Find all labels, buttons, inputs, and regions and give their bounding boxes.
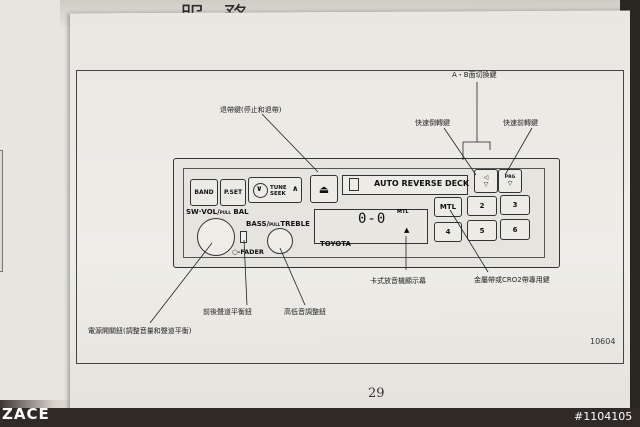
- mtl-button: MTL: [434, 197, 462, 217]
- display-mtl-tag: MTL: [397, 209, 409, 215]
- tune-down-icon: ∨: [256, 184, 263, 193]
- left-page: [0, 0, 76, 400]
- diagram-frame: [76, 70, 624, 364]
- callout-bass-treble: 高低音調整鈕: [284, 308, 326, 316]
- bass-treble-knob: [267, 228, 293, 254]
- fast-rewind-button: ◁▽: [474, 169, 498, 193]
- callout-power: 電源開關鈕(調整音量和聲道平衡): [88, 327, 192, 335]
- deck-slot: [342, 175, 468, 195]
- tune-seek-label: TUNE SEEK: [270, 185, 287, 197]
- ab-bracket: [463, 141, 491, 150]
- callout-eject: 退帶鍵(停止和退帶): [220, 106, 282, 114]
- callout-ab-switch: A・B面切換鍵: [452, 71, 497, 79]
- deck-slot-mark: [349, 178, 359, 191]
- callout-fast-forward: 快速前轉鍵: [503, 119, 538, 127]
- mtl-leader: [449, 209, 489, 273]
- rewind-leader: [443, 127, 477, 176]
- callout-fader: 前後聲道平衡鈕: [203, 308, 252, 316]
- fast-rewind-icon: ◁: [483, 174, 489, 181]
- watermark-logo: ZACE: [2, 405, 50, 423]
- callout-fast-rewind: 快速倒轉鍵: [415, 119, 450, 127]
- page-number: 29: [368, 386, 385, 401]
- bass-text: BASS/: [246, 220, 270, 228]
- fader-leader: [243, 239, 248, 306]
- bottom-edge: [0, 408, 640, 427]
- callout-mtl: 金屬帶或CRO2帶專用鍵: [474, 276, 550, 284]
- tune-seek-button: ∨ TUNE SEEK ∧: [248, 177, 302, 203]
- bass-treble-leader: [279, 247, 306, 306]
- forward-down-icon: ▽: [507, 180, 513, 187]
- fader-label: ○-FADER: [232, 248, 264, 256]
- cassette-display: [314, 209, 428, 244]
- preset-button-2: 2: [467, 196, 497, 216]
- display-play-icon: ▲: [404, 226, 410, 234]
- bass-treble-label: BASS/PULLTREBLE: [246, 220, 310, 228]
- pull2-text: PULL: [269, 222, 281, 227]
- eject-icon: ⏏: [318, 182, 330, 196]
- preset-button-3: 3: [500, 195, 530, 215]
- power-leader: [149, 242, 213, 324]
- preset-button-5: 5: [467, 220, 497, 241]
- eject-leader: [261, 113, 319, 173]
- eject-button: ⏏: [310, 175, 338, 203]
- callout-display: 卡式放音機顯示幕: [370, 277, 426, 285]
- sw-vol-text: SW·VOL/: [186, 208, 220, 216]
- deck-label: AUTO REVERSE DECK: [374, 179, 470, 188]
- pset-button: P.SET: [220, 179, 246, 206]
- fast-forward-button: PRG▽: [498, 169, 522, 193]
- tune-seek-circle-icon: [253, 183, 268, 198]
- forward-leader: [504, 127, 533, 176]
- fader-slider: [240, 231, 247, 243]
- preset-button-6: 6: [500, 219, 530, 240]
- preset-button-4: 4: [434, 222, 462, 242]
- prg-label: PRG: [504, 175, 516, 180]
- brand-label: TOYOTA: [320, 240, 351, 248]
- display-digits: 0-0: [358, 211, 387, 227]
- rewind-down-icon: ▽: [483, 181, 489, 188]
- sw-vol-label: SW·VOL/PULL BAL: [186, 208, 249, 216]
- treble-text: TREBLE: [280, 220, 310, 228]
- radio-inner-panel: [183, 168, 545, 258]
- volume-knob: [197, 218, 235, 256]
- fader-text: FADER: [240, 248, 264, 256]
- band-button: BAND: [190, 179, 218, 206]
- left-page-flap: [0, 150, 3, 272]
- figure-code: 10604: [590, 337, 616, 346]
- pull-text: PULL: [219, 210, 231, 215]
- watermark-id: #1104105: [574, 410, 633, 423]
- tune-up-icon: ∧: [292, 184, 299, 193]
- bal-text: BAL: [233, 208, 249, 216]
